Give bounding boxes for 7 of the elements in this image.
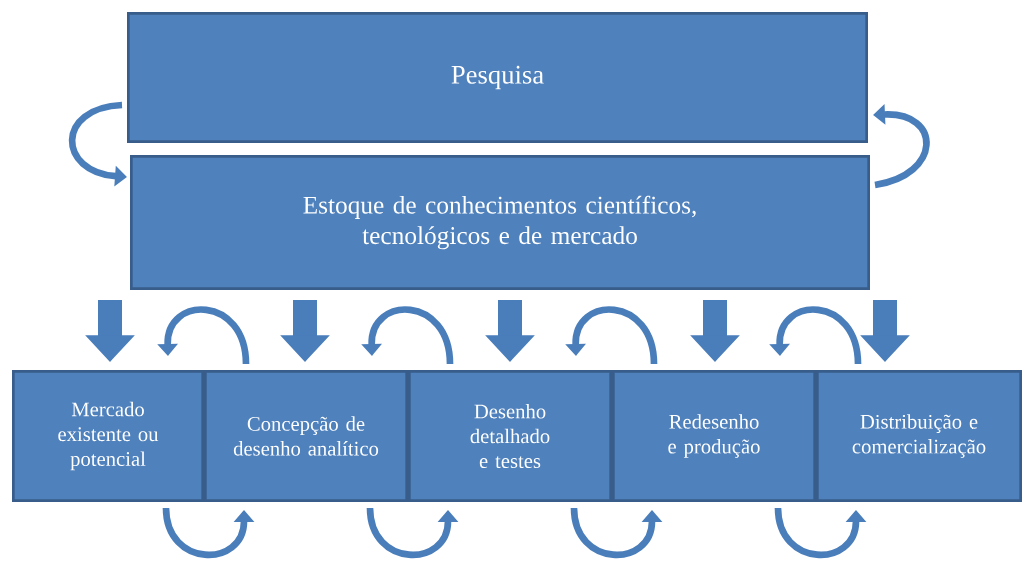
process-box: Redesenho e produção	[612, 370, 816, 502]
process-box: Pesquisa	[127, 12, 868, 143]
process-box: Estoque de conhecimentos científicos, tecnológicos e de mercado	[130, 155, 870, 290]
process-box: Distribuição e comercialização	[816, 370, 1022, 502]
process-box: Mercado existente ou potencial	[12, 370, 204, 502]
process-box: Concepção de desenho analítico	[204, 370, 408, 502]
process-box: Desenho detalhado e testes	[408, 370, 612, 502]
